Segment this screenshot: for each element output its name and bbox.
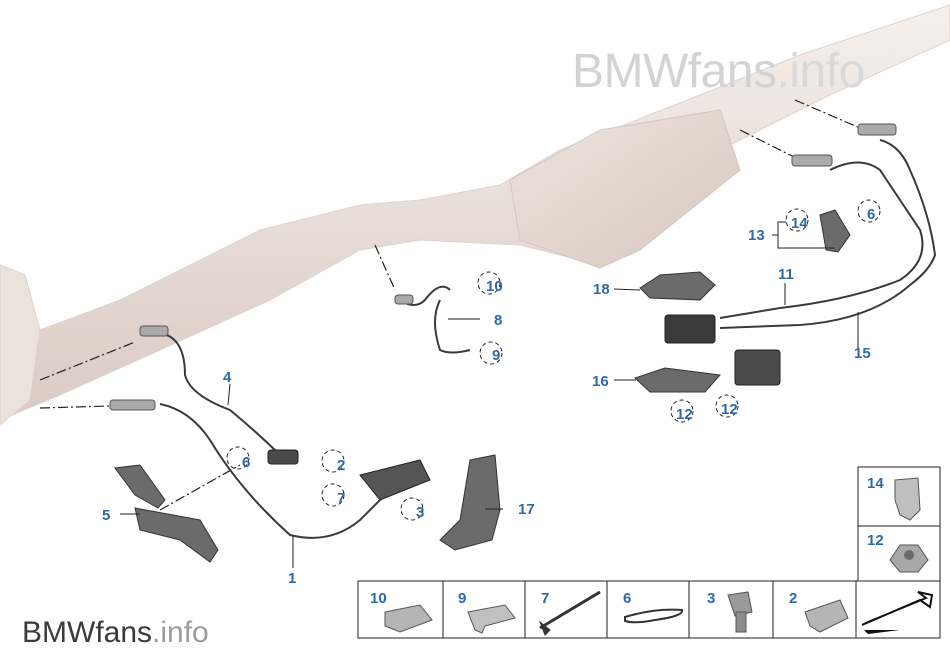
clip-nut-2-icon	[804, 599, 849, 633]
control-unit-12	[734, 349, 781, 386]
side-legend: 14 12	[857, 466, 941, 582]
clip-13	[819, 209, 851, 253]
reference-circles	[226, 199, 881, 521]
watermark-top: BMWfans.info	[572, 44, 865, 99]
legend-side-12: 12	[867, 532, 884, 549]
leader-lines	[120, 221, 859, 568]
bolt-3-head-icon	[727, 591, 753, 617]
control-unit-11	[664, 314, 716, 344]
callout-4: 4	[223, 369, 232, 386]
lambda-sensor-cat-1	[791, 154, 833, 167]
watermark-bottom-brand: BMWfans	[22, 616, 153, 649]
callout-2: 2	[337, 457, 345, 474]
holder-9-icon	[467, 604, 516, 634]
lambda-sensor-mid	[394, 294, 414, 305]
legend-bottom-9: 9	[458, 590, 466, 607]
legend-side-14: 14	[867, 475, 884, 492]
cable-tie-7-icon	[539, 590, 601, 630]
callout-10: 10	[486, 278, 503, 295]
bracket-5-upper	[114, 464, 166, 509]
legend-bottom-10: 10	[370, 590, 387, 607]
callout-6b: 6	[867, 206, 875, 223]
bracket-16	[634, 367, 721, 393]
watermark-top-brand: BMWfans	[572, 45, 777, 98]
callout-15: 15	[854, 345, 871, 362]
callout-12b: 12	[721, 401, 738, 418]
callout-17: 17	[518, 501, 535, 518]
exhaust-pipe-assembly	[0, 4, 950, 426]
callout-6a: 6	[242, 454, 250, 471]
legend-bottom-6: 6	[623, 590, 631, 607]
bottom-legend: 10 9 7 6 3 2	[357, 580, 941, 639]
lambda-sensor-rear	[109, 399, 156, 411]
watermark-bottom: BMWfans.info	[22, 616, 209, 650]
callout-12a: 12	[676, 406, 693, 423]
clip-nut-icon	[894, 477, 921, 521]
connector-4	[267, 449, 299, 465]
clip-10-icon	[384, 604, 433, 633]
watermark-top-suffix: .info	[776, 45, 866, 98]
callout-11: 11	[778, 266, 794, 283]
lambda-sensor-front	[139, 325, 169, 337]
connectors	[267, 314, 781, 501]
sensor-cables	[149, 139, 937, 539]
gasket-6-icon	[624, 608, 684, 624]
bracket-2-3-7	[359, 459, 431, 501]
oxygen-sensors	[109, 123, 897, 411]
callout-7: 7	[337, 490, 345, 507]
bracket-17	[439, 454, 501, 551]
legend-bottom-3: 3	[707, 590, 715, 607]
callout-labels: 1 2 3 4 5 6 6 7 8 9 10 11 12 12 13 14 15…	[102, 206, 875, 587]
bracket-18	[639, 271, 716, 301]
legend-bottom-7: 7	[541, 590, 549, 607]
callout-9: 9	[492, 347, 500, 364]
callout-1: 1	[288, 570, 296, 587]
callout-5: 5	[102, 507, 110, 524]
brackets	[114, 209, 851, 563]
callout-14: 14	[791, 215, 808, 232]
arrow-icon	[861, 591, 934, 626]
callout-18: 18	[593, 281, 610, 298]
callout-13: 13	[748, 227, 765, 244]
legend-bottom-2: 2	[789, 590, 797, 607]
bolt-3-shaft-icon	[735, 611, 747, 633]
callout-3: 3	[416, 504, 424, 521]
callout-16: 16	[592, 373, 609, 390]
lambda-sensor-cat-2	[857, 123, 897, 136]
bracket-5-lower	[134, 507, 219, 563]
callout-8: 8	[494, 312, 502, 329]
watermark-bottom-suffix: .info	[152, 616, 209, 649]
mounting-lines	[39, 99, 861, 511]
